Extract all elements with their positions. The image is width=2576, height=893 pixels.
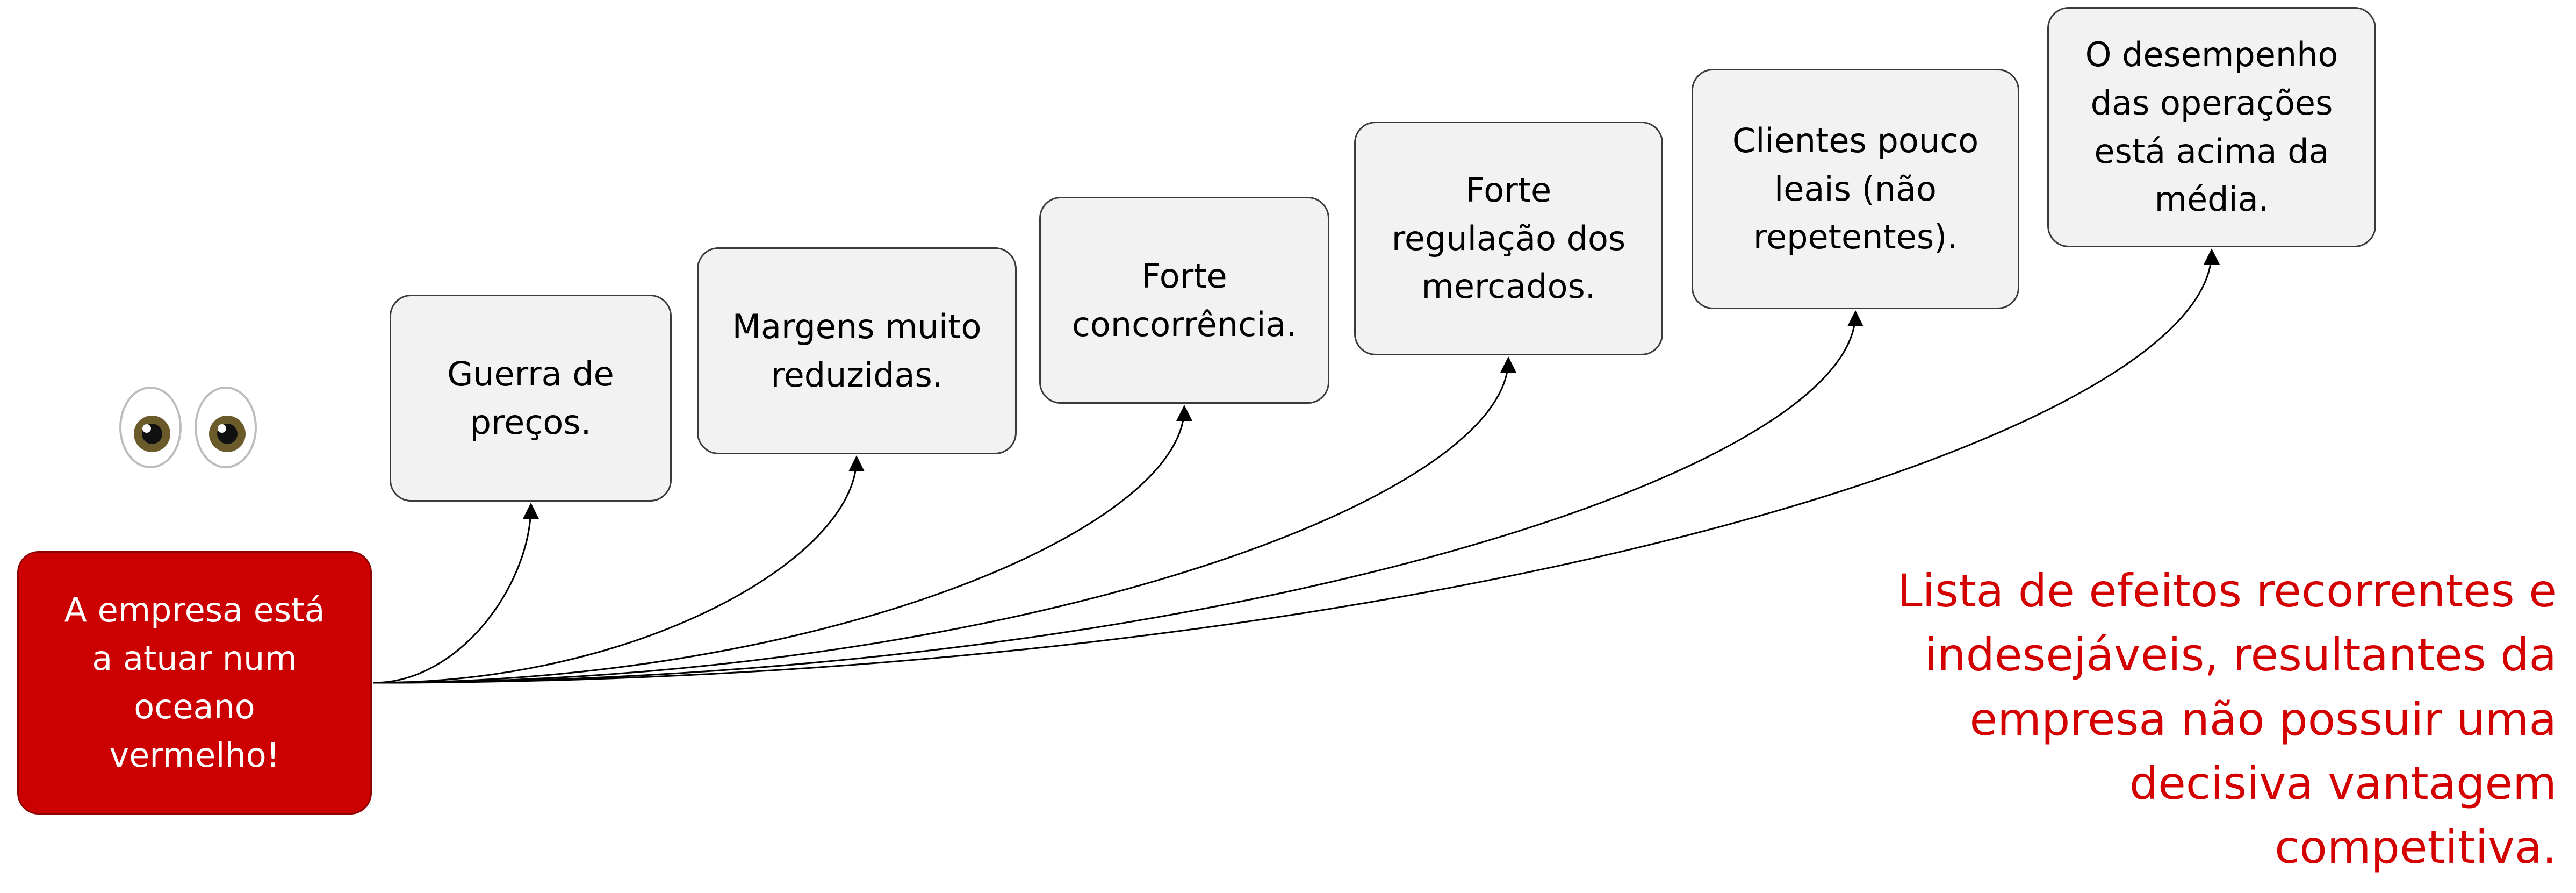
effect-strong-competition: Forte concorrência. [1039, 197, 1329, 404]
connector-arrow-1 [373, 503, 539, 684]
connector-arrow-6 [373, 248, 2220, 684]
effect-strong-regulation-text: Forte regulação dos mercados. [1391, 170, 1626, 306]
connector-arrow-2 [373, 455, 865, 684]
effect-disloyal-customers-text: Clientes pouco leais (não repetentes). [1732, 120, 1979, 257]
effect-strong-competition-text: Forte concorrência. [1071, 256, 1297, 344]
effects-caption: Lista de efeitos recorrentes e indesejáv… [1897, 565, 2557, 874]
cause-red-ocean-box: A empresa está a atuar num oceano vermel… [17, 551, 372, 815]
effect-disloyal-customers: Clientes pouco leais (não repetentes). [1692, 69, 2019, 309]
cause-text: A empresa está a atuar num oceano vermel… [64, 590, 325, 775]
eyes-icon [119, 387, 257, 468]
effect-strong-regulation: Forte regulação dos mercados. [1354, 122, 1663, 355]
effect-price-war-text: Guerra de preços. [447, 354, 614, 442]
connector-arrow-5 [373, 310, 1863, 684]
connector-arrow-3 [373, 405, 1192, 684]
effect-above-average-performance-text: O desempenho das operações está acima da… [2085, 34, 2338, 219]
connector-arrow-4 [373, 356, 1516, 684]
effect-reduced-margins: Margens muito reduzidas. [697, 247, 1017, 454]
effect-price-war: Guerra de preços. [390, 295, 672, 502]
effect-above-average-performance: O desempenho das operações está acima da… [2047, 7, 2376, 247]
effect-reduced-margins-text: Margens muito reduzidas. [732, 306, 982, 395]
